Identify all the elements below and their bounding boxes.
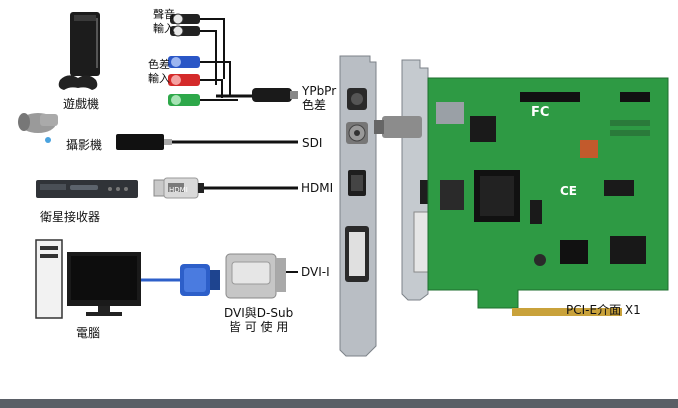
left-bracket (339, 55, 377, 357)
satellite-receiver-icon (36, 180, 138, 198)
audio-input-label: 聲音輸入 (153, 8, 175, 35)
computer-icon (35, 239, 141, 319)
dvi-dsub-adapter (225, 253, 298, 299)
dvi-label: DVI-I (301, 265, 330, 279)
game-console-label: 遊戲機 (63, 97, 100, 111)
sdi-label: SDI (302, 136, 323, 150)
bottom-bar (0, 399, 678, 408)
hdmi-plug-label: HDMI (169, 186, 188, 194)
capture-card-pcb (427, 77, 669, 316)
vga-cable (141, 264, 220, 296)
hdmi-cable (153, 177, 298, 199)
fc-mark: FC (531, 105, 550, 120)
color-diff-input-label: 色差輸入 (148, 58, 170, 85)
satellite-receiver-label: 衛星接收器 (40, 210, 101, 224)
sdi-cable (116, 134, 298, 150)
card-bracket (374, 59, 435, 301)
component-rca-cables (168, 56, 298, 106)
dvi-dsub-label: DVI與D-Sub 皆 可 使 用 (224, 306, 294, 334)
camera-icon (18, 113, 58, 143)
audio-rca-cables (170, 13, 225, 85)
ce-mark: CE (560, 184, 578, 198)
hdmi-label: HDMI (301, 181, 334, 195)
pcie-label: PCI-E介面 X1 (566, 303, 641, 317)
game-console-icon (58, 12, 100, 90)
computer-label: 電腦 (76, 326, 101, 340)
ypbpr-label: YPbPr 色差 (302, 84, 337, 112)
camera-label: 攝影機 (66, 138, 103, 152)
